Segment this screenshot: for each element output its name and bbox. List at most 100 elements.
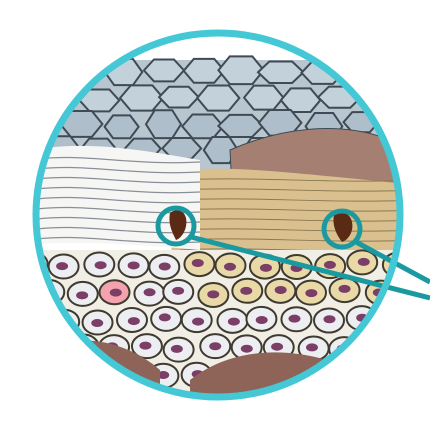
- cell: [396, 339, 426, 363]
- cell-nucleus: [92, 374, 104, 382]
- cell: [330, 278, 360, 302]
- cell-nucleus: [207, 290, 219, 298]
- cell-nucleus: [240, 287, 252, 295]
- cell: [365, 339, 395, 363]
- cell: [49, 254, 79, 278]
- cell: [68, 282, 98, 306]
- cell: [48, 363, 78, 387]
- scale-cell: [281, 88, 320, 112]
- cell-nucleus: [256, 316, 268, 324]
- cell-nucleus: [360, 374, 372, 382]
- cell-nucleus: [387, 372, 399, 380]
- cell: [232, 279, 262, 303]
- cell-nucleus: [56, 262, 68, 270]
- cell: [217, 309, 247, 333]
- scale-cell: [120, 85, 163, 110]
- cell: [33, 337, 63, 361]
- scale-cell: [400, 136, 430, 163]
- cell-nucleus: [91, 319, 103, 327]
- scale-cell: [25, 62, 60, 84]
- cell: [215, 254, 245, 278]
- cell: [119, 253, 149, 277]
- cell-nucleus: [25, 316, 37, 324]
- cell: [182, 308, 212, 332]
- cell: [314, 309, 344, 333]
- scale-cell: [146, 110, 181, 138]
- cell: [83, 311, 113, 335]
- cell: [378, 310, 408, 334]
- dermis-bump-right: [190, 352, 380, 428]
- cell-nucleus: [289, 315, 301, 323]
- cell-membrane: [365, 339, 395, 363]
- cell-nucleus: [159, 313, 171, 321]
- cell: [281, 307, 311, 331]
- cell-nucleus: [358, 258, 370, 266]
- scale-cell: [402, 88, 430, 113]
- cell-membrane: [378, 310, 408, 334]
- cell-nucleus: [339, 285, 351, 293]
- scale-cell: [182, 114, 223, 138]
- cell-nucleus: [228, 318, 240, 326]
- cell-nucleus: [241, 345, 253, 353]
- cell-nucleus: [139, 342, 151, 350]
- cell-membrane: [396, 339, 426, 363]
- cell: [265, 279, 295, 303]
- cell-nucleus: [57, 371, 69, 379]
- scale-cell: [218, 56, 263, 84]
- cell: [19, 364, 49, 388]
- cell: [184, 252, 214, 276]
- cell: [246, 307, 276, 331]
- cell: [350, 365, 380, 389]
- cell: [134, 282, 164, 306]
- cell-nucleus: [76, 291, 88, 299]
- cell-nucleus: [305, 289, 317, 297]
- cell-membrane: [16, 309, 46, 333]
- cell-membrane: [33, 337, 63, 361]
- cell-nucleus: [128, 261, 140, 269]
- cell: [164, 338, 194, 362]
- scale-cell: [381, 116, 425, 137]
- cell-membrane: [48, 363, 78, 387]
- cell-nucleus: [373, 346, 385, 354]
- cell-nucleus: [323, 315, 335, 323]
- cell-nucleus: [260, 264, 272, 272]
- scale-cell: [244, 86, 283, 110]
- cell-nucleus: [192, 259, 204, 267]
- cell: [84, 252, 114, 276]
- cell: [100, 280, 130, 304]
- cell-nucleus: [95, 261, 107, 269]
- cell-nucleus: [224, 263, 236, 271]
- cell-membrane: [380, 364, 410, 388]
- cell-nucleus: [275, 286, 287, 294]
- cell: [296, 281, 326, 305]
- cell-nucleus: [192, 318, 204, 326]
- cell: [200, 334, 230, 358]
- cell-nucleus: [128, 317, 140, 325]
- cell-nucleus: [271, 343, 283, 351]
- cell-nucleus: [386, 319, 398, 327]
- scale-cell: [159, 87, 198, 108]
- cell-nucleus: [144, 288, 156, 296]
- cell-nucleus: [209, 342, 221, 350]
- cell: [163, 280, 193, 304]
- cell: [82, 366, 112, 390]
- cell: [347, 250, 377, 274]
- cell-nucleus: [171, 345, 183, 353]
- cell-nucleus: [172, 287, 184, 295]
- cell-nucleus: [43, 344, 55, 352]
- cell-membrane: [82, 366, 112, 390]
- cell-nucleus: [27, 260, 39, 268]
- cell-nucleus: [306, 343, 318, 351]
- cell: [380, 364, 410, 388]
- cell-nucleus: [403, 346, 415, 354]
- scale-cell: [258, 61, 303, 83]
- scale-cell: [144, 59, 184, 81]
- cell-nucleus: [324, 261, 336, 269]
- cell-membrane: [350, 365, 380, 389]
- cell-nucleus: [110, 289, 122, 297]
- cell-nucleus: [159, 262, 171, 270]
- scale-cell: [385, 59, 421, 85]
